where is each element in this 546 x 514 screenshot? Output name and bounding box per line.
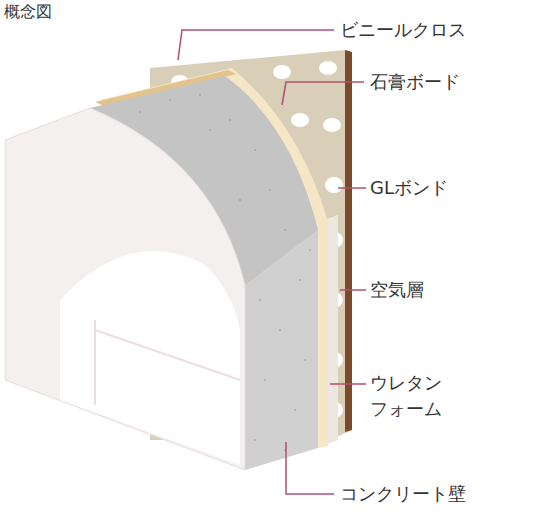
leader-lines [178,30,366,494]
part-label: ビニールクロス [340,17,540,43]
vinyl-cloth [345,50,352,432]
part-label: GLボンド [370,175,540,201]
part-label: コンクリート壁 [340,481,540,507]
part-label: ウレタン フォーム [370,370,450,422]
part-label: 石膏ボード [370,69,540,95]
room-face [5,108,245,470]
room-line [94,320,96,405]
room-line [95,330,240,380]
room-opening [60,251,240,465]
concrete-face [245,230,318,470]
diagram-title: 概念図 [4,2,52,22]
part-label: 空気層 [370,277,540,303]
